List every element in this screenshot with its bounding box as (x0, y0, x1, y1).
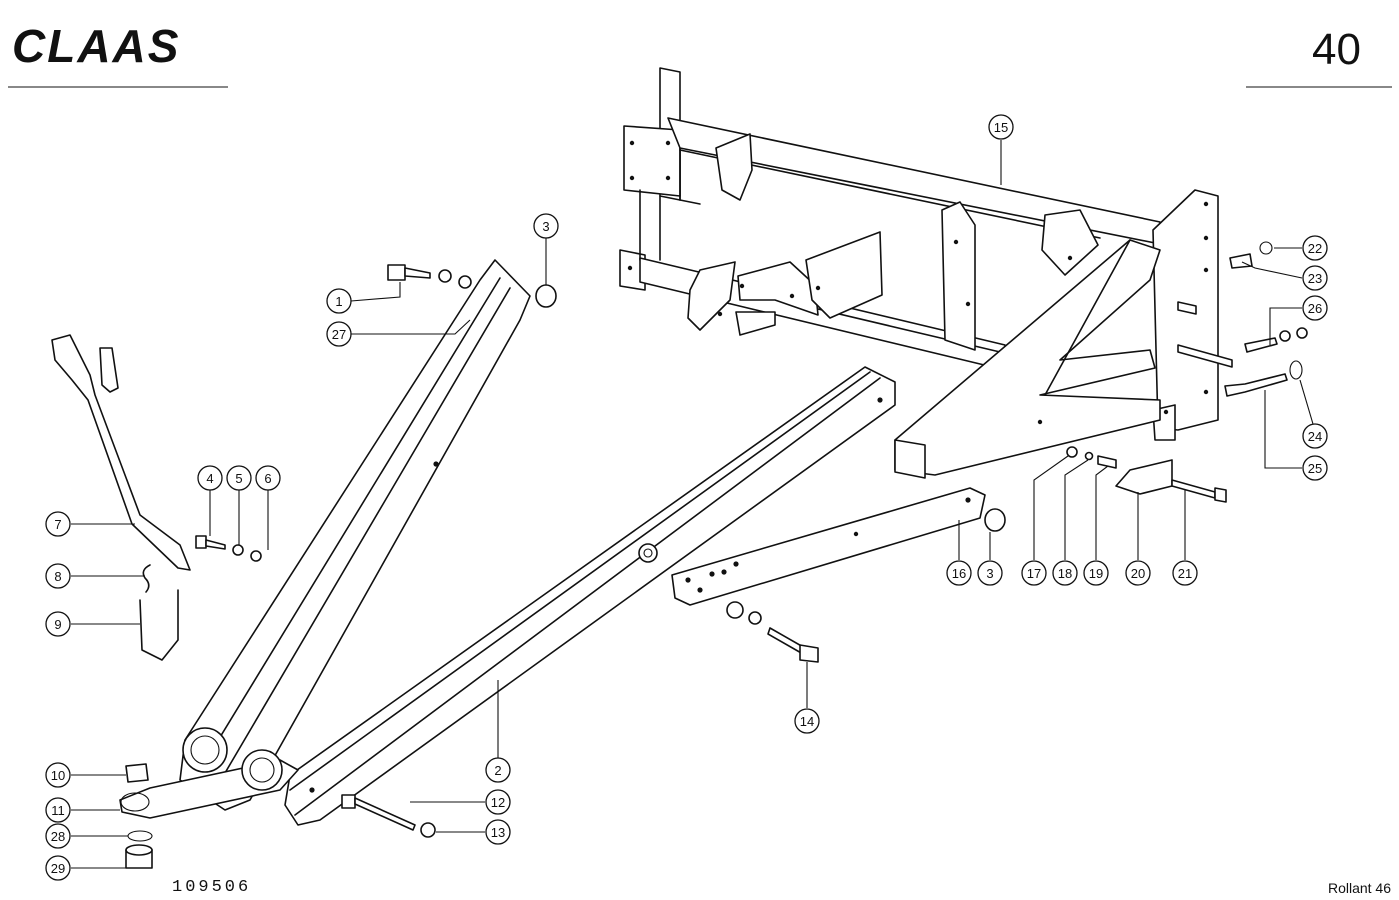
callout-26: 26 (1302, 295, 1328, 321)
svg-text:20: 20 (1131, 566, 1145, 581)
main-frame (619, 67, 1233, 479)
callout-1: 1 (326, 288, 352, 314)
lever-7 (51, 334, 191, 571)
svg-text:2: 2 (494, 763, 501, 778)
svg-text:3: 3 (542, 219, 549, 234)
callout-3-right: 3 (977, 560, 1003, 586)
svg-text:7: 7 (54, 517, 61, 532)
page-number: 40 (1312, 25, 1361, 74)
callout-23: 23 (1302, 265, 1328, 291)
svg-text:12: 12 (491, 795, 505, 810)
svg-text:23: 23 (1308, 271, 1322, 286)
callout-8: 8 (45, 563, 71, 589)
arm-27 (179, 259, 531, 811)
callout-12: 12 (485, 789, 511, 815)
footer: 109506 Rollant 46 (172, 878, 1391, 897)
callout-7: 7 (45, 511, 71, 537)
callout-19: 19 (1083, 560, 1109, 586)
svg-text:21: 21 (1178, 566, 1192, 581)
svg-text:18: 18 (1058, 566, 1072, 581)
callout-28: 28 (45, 823, 71, 849)
callout-21: 21 (1172, 560, 1198, 586)
header: CLAAS 40 (8, 20, 1392, 88)
callout-25: 25 (1302, 455, 1328, 481)
svg-text:13: 13 (491, 825, 505, 840)
svg-text:22: 22 (1308, 241, 1322, 256)
drawing-number: 109506 (172, 878, 251, 897)
callout-22: 22 (1302, 235, 1328, 261)
svg-text:17: 17 (1027, 566, 1041, 581)
callouts: 1 2 3 3 4 5 6 7 8 9 10 11 12 13 14 15 16… (45, 114, 1328, 881)
callout-20: 20 (1125, 560, 1151, 586)
callout-4: 4 (197, 465, 223, 491)
svg-text:24: 24 (1308, 429, 1322, 444)
svg-text:10: 10 (51, 768, 65, 783)
svg-text:11: 11 (51, 803, 65, 818)
svg-text:16: 16 (952, 566, 966, 581)
callout-18: 18 (1052, 560, 1078, 586)
small-parts (125, 241, 1308, 869)
callout-5: 5 (226, 465, 252, 491)
callout-14: 14 (794, 708, 820, 734)
svg-text:14: 14 (800, 714, 814, 729)
svg-text:26: 26 (1308, 301, 1322, 316)
callout-27: 27 (326, 321, 352, 347)
svg-text:5: 5 (235, 471, 242, 486)
svg-text:25: 25 (1308, 461, 1322, 476)
svg-text:1: 1 (335, 294, 342, 309)
callout-16: 16 (946, 560, 972, 586)
svg-text:19: 19 (1089, 566, 1103, 581)
callout-17: 17 (1021, 560, 1047, 586)
callout-6: 6 (255, 465, 281, 491)
brand-logo: CLAAS (12, 20, 180, 72)
callout-24: 24 (1302, 423, 1328, 449)
callout-9: 9 (45, 611, 71, 637)
svg-text:15: 15 (994, 120, 1008, 135)
callout-2: 2 (485, 757, 511, 783)
callout-10: 10 (45, 762, 71, 788)
model-label: Rollant 46 (1328, 880, 1391, 896)
svg-text:9: 9 (54, 617, 61, 632)
clevis-11 (119, 749, 299, 819)
svg-text:3: 3 (986, 566, 993, 581)
svg-text:29: 29 (51, 861, 65, 876)
svg-text:6: 6 (264, 471, 271, 486)
callout-11: 11 (45, 797, 71, 823)
svg-text:28: 28 (51, 829, 65, 844)
callout-13: 13 (485, 819, 511, 845)
svg-text:27: 27 (332, 327, 346, 342)
arm-2 (284, 366, 896, 826)
leader-lines (71, 140, 1314, 869)
svg-text:8: 8 (54, 569, 61, 584)
callout-29: 29 (45, 855, 71, 881)
callout-15: 15 (988, 114, 1014, 140)
svg-text:4: 4 (206, 471, 213, 486)
callout-3-top: 3 (533, 213, 559, 239)
strap-16 (671, 487, 986, 606)
